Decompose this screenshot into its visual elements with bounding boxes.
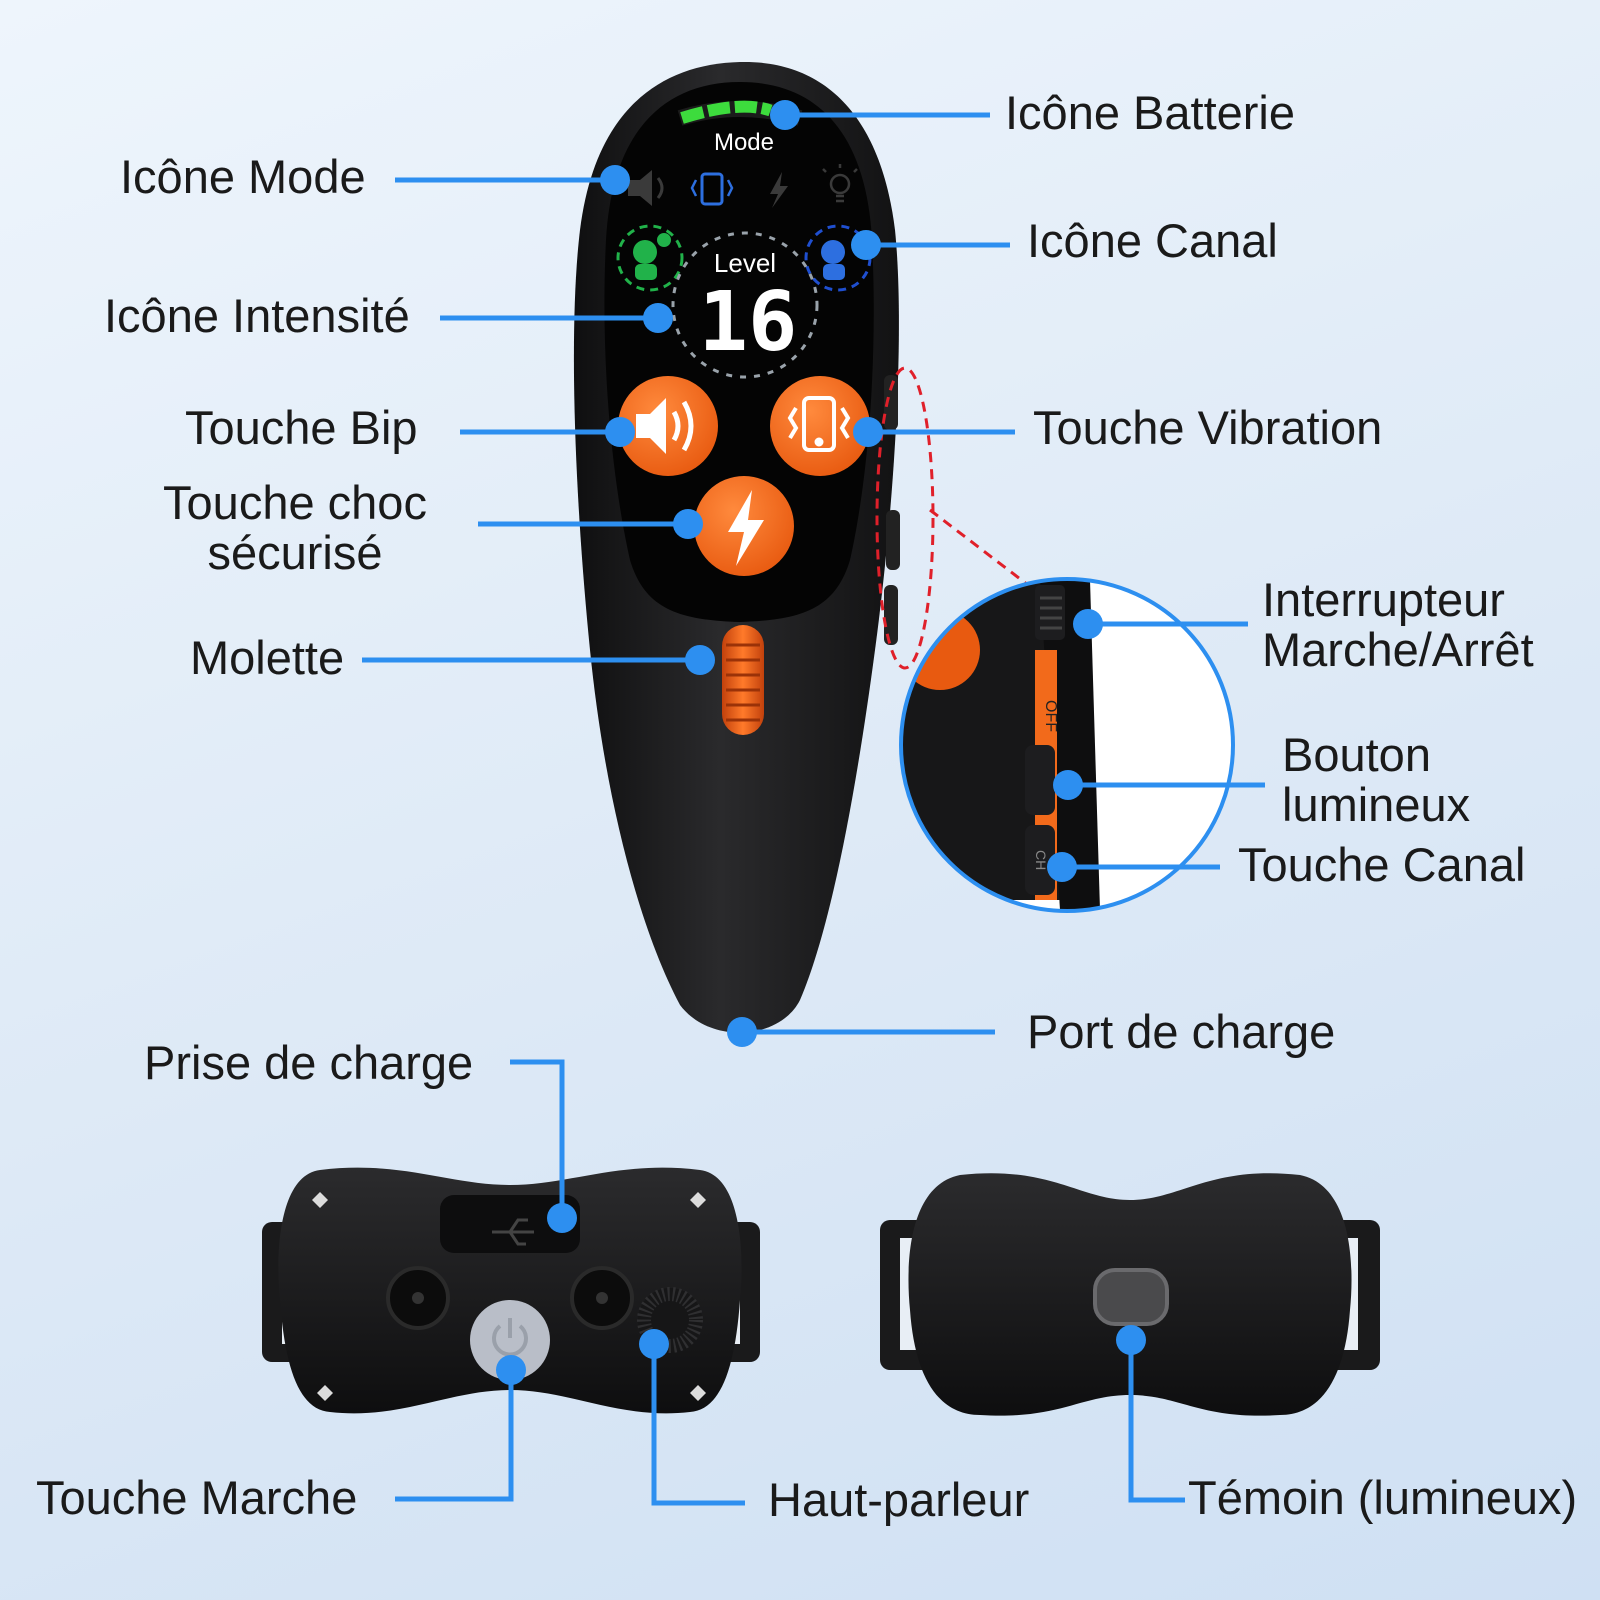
beep-button[interactable] [618,376,718,476]
level-value: 16 [699,275,798,370]
label-safe-shock-button: Touche choc sécurisé [140,478,450,578]
dog-channel-1-icon [616,224,684,292]
label-channel-icon: Icône Canal [1027,214,1278,267]
label-safe-shock-line1: Touche choc [163,476,427,529]
collar-receiver-front [880,1173,1380,1416]
light-bulb-icon [822,164,858,203]
label-light-button-line2: lumineux [1282,778,1471,831]
label-power-switch-line1: Interrupteur [1262,573,1505,626]
label-channel-button: Touche Canal [1238,838,1526,891]
label-safe-shock-line2: sécurisé [207,526,383,579]
indicator-light [1093,1268,1169,1326]
vibration-icon [787,396,851,452]
label-vibration-button: Touche Vibration [1033,401,1383,454]
side-button-top [884,375,898,430]
label-wheel: Molette [190,631,345,684]
side-button-low [884,585,898,645]
vibration-icon [690,172,734,206]
side-button-text-2: CH [1033,850,1049,870]
level-gauge [671,231,819,379]
safe-shock-button[interactable] [694,476,794,576]
label-speaker: Haut-parleur [768,1473,1030,1526]
collar-receiver-back [262,1167,760,1414]
remote-transmitter: Mode Level 16 [573,61,900,1033]
scroll-wheel[interactable] [722,625,764,735]
side-switch-text: OFF [1042,700,1059,732]
label-power-switch: Interrupteur Marche/Arrêt [1262,575,1534,675]
label-charge-port: Port de charge [1027,1005,1336,1058]
callout-lines [362,112,1265,1506]
vibration-button[interactable] [770,376,870,476]
channel-button[interactable] [1025,825,1055,895]
shock-icon [770,172,788,208]
power-icon [492,1318,528,1357]
remote-screen [604,82,874,622]
side-button-mid [886,510,900,570]
charging-socket [440,1195,580,1253]
speaker-icon [636,398,694,454]
label-light-button-line1: Bouton [1282,728,1431,781]
label-charge-socket: Prise de charge [144,1036,474,1089]
label-power-switch-line2: Marche/Arrêt [1262,623,1534,676]
screen-level-text: Level [714,248,776,278]
usb-icon [492,1218,534,1246]
label-power-button: Touche Marche [36,1471,358,1524]
label-mode-icon: Icône Mode [120,150,366,203]
label-intensity-icon: Icône Intensité [104,289,410,342]
power-switch[interactable] [1035,585,1065,640]
label-beep-button: Touche Bip [185,401,418,454]
label-light-button: Bouton lumineux [1282,730,1470,830]
label-battery-icon: Icône Batterie [1005,86,1296,139]
power-button[interactable] [470,1300,550,1380]
dog-channel-2-icon [804,224,872,292]
lightning-icon [728,490,764,566]
speaker-icon [628,170,664,206]
screen-mode-text: Mode [714,129,774,156]
callout-dots [496,100,1146,1385]
label-indicator-light: Témoin (lumineux) [1188,1471,1578,1524]
side-buttons-zoom: OFF CH [899,577,1235,913]
light-button[interactable] [1025,745,1055,815]
